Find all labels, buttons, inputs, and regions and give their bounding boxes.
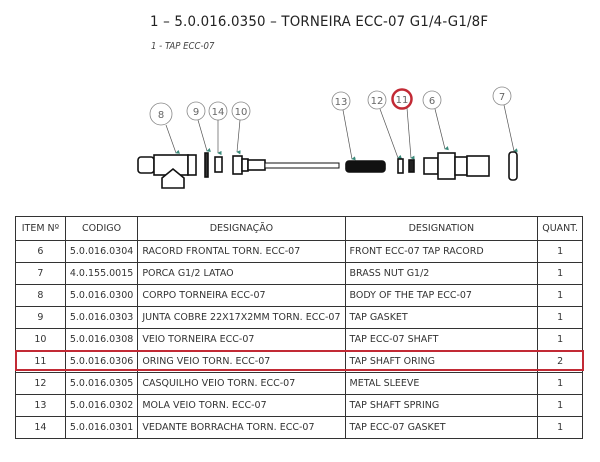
cell-code: 5.0.016.0308 (64, 328, 139, 351)
cell-designacao: PORCA G1/2 LATAO (137, 262, 346, 285)
table-row: 9 5.0.016.0303 JUNTA COBRE 22X17X2MM TOR… (15, 306, 583, 329)
callout-11-highlighted: 11 (391, 88, 413, 110)
cell-quantity: 1 (537, 306, 583, 329)
cell-item: 14 (15, 416, 66, 439)
cell-designation: TAP GASKET (344, 306, 539, 329)
svg-text:10: 10 (235, 107, 248, 118)
leader-lines (165, 104, 518, 161)
drawing-title: 1 – 5.0.016.0350 – TORNEIRA ECC-07 G1/4-… (150, 14, 489, 30)
table-row: 14 5.0.016.0301 VEDANTE BORRACHA TORN. E… (15, 416, 583, 439)
cell-designacao: JUNTA COBRE 22X17X2MM TORN. ECC-07 (137, 306, 346, 329)
callout-10: 10 (231, 101, 251, 121)
table-row: 6 5.0.016.0304 RACORD FRONTAL TORN. ECC-… (15, 240, 583, 263)
cell-quantity: 1 (537, 284, 583, 307)
cell-designacao: MOLA VEIO TORN. ECC-07 (137, 394, 346, 417)
header-designacao: DESIGNAÇÃO (137, 216, 346, 241)
cell-code: 5.0.016.0300 (64, 284, 139, 307)
cell-item: 11 (15, 350, 66, 373)
svg-text:7: 7 (499, 92, 505, 103)
cell-designacao: RACORD FRONTAL TORN. ECC-07 (137, 240, 346, 263)
svg-text:13: 13 (335, 97, 348, 108)
table-row: 12 5.0.016.0305 CASQUILHO VEIO TORN. ECC… (15, 372, 583, 395)
cell-designacao: ORING VEIO TORN. ECC-07 (137, 350, 346, 373)
callout-9: 9 (186, 101, 206, 121)
svg-text:6: 6 (429, 96, 435, 107)
cell-designation: METAL SLEEVE (344, 372, 539, 395)
header-item: ITEM Nº (15, 216, 66, 241)
parts (137, 151, 518, 189)
cell-code: 5.0.016.0304 (64, 240, 139, 263)
cell-code: 5.0.016.0306 (64, 350, 139, 373)
header-quantity: QUANT. (537, 216, 583, 241)
drawing-subtitle: 1 - TAP ECC-07 (151, 41, 215, 52)
callout-13: 13 (331, 91, 351, 111)
svg-text:11: 11 (396, 95, 409, 106)
cell-item: 12 (15, 372, 66, 395)
cell-designation: BRASS NUT G1/2 (344, 262, 539, 285)
cell-designation: BODY OF THE TAP ECC-07 (344, 284, 539, 307)
callout-14: 14 (208, 101, 228, 121)
cell-item: 7 (15, 262, 66, 285)
cell-item: 8 (15, 284, 66, 307)
cell-code: 5.0.016.0302 (64, 394, 139, 417)
cell-designation: TAP ECC-07 SHAFT (344, 328, 539, 351)
cell-quantity: 1 (537, 240, 583, 263)
cell-code: 5.0.016.0301 (64, 416, 139, 439)
cell-quantity: 1 (537, 262, 583, 285)
cell-designation: FRONT ECC-07 TAP RACORD (344, 240, 539, 263)
svg-text:9: 9 (193, 107, 199, 118)
callout-6: 6 (422, 90, 442, 110)
cell-item: 10 (15, 328, 66, 351)
callout-12: 12 (367, 90, 387, 110)
bill-of-materials-table: ITEM Nº CODIGO DESIGNAÇÃO DESIGNATION QU… (15, 216, 583, 439)
table-row: 8 5.0.016.0300 CORPO TORNEIRA ECC-07 BOD… (15, 284, 583, 307)
header-code: CODIGO (64, 216, 139, 241)
svg-text:12: 12 (371, 96, 384, 107)
cell-designation: TAP SHAFT SPRING (344, 394, 539, 417)
table-row-highlighted: 11 5.0.016.0306 ORING VEIO TORN. ECC-07 … (15, 350, 583, 373)
table-row: 10 5.0.016.0308 VEIO TORNEIRA ECC-07 TAP… (15, 328, 583, 351)
cell-quantity: 1 (537, 328, 583, 351)
cell-designation: TAP ECC-07 GASKET (344, 416, 539, 439)
svg-text:8: 8 (158, 110, 164, 121)
callout-7: 7 (492, 86, 512, 106)
cell-code: 5.0.016.0305 (64, 372, 139, 395)
cell-code: 4.0.155.0015 (64, 262, 139, 285)
cell-quantity: 1 (537, 372, 583, 395)
table-row: 13 5.0.016.0302 MOLA VEIO TORN. ECC-07 T… (15, 394, 583, 417)
cell-item: 13 (15, 394, 66, 417)
svg-text:14: 14 (212, 107, 225, 118)
cell-designation: TAP SHAFT ORING (344, 350, 539, 373)
table-row: 7 4.0.155.0015 PORCA G1/2 LATAO BRASS NU… (15, 262, 583, 285)
cell-quantity: 2 (537, 350, 583, 373)
table-header-row: ITEM Nº CODIGO DESIGNAÇÃO DESIGNATION QU… (15, 216, 583, 241)
cell-code: 5.0.016.0303 (64, 306, 139, 329)
header-designation: DESIGNATION (344, 216, 539, 241)
exploded-view-diagram: 8 9 14 10 13 12 11 6 7 (137, 86, 518, 189)
cell-designacao: VEDANTE BORRACHA TORN. ECC-07 (137, 416, 346, 439)
cell-designacao: VEIO TORNEIRA ECC-07 (137, 328, 346, 351)
callout-8: 8 (149, 102, 173, 126)
cell-quantity: 1 (537, 394, 583, 417)
cell-designacao: CASQUILHO VEIO TORN. ECC-07 (137, 372, 346, 395)
cell-item: 6 (15, 240, 66, 263)
cell-designacao: CORPO TORNEIRA ECC-07 (137, 284, 346, 307)
cell-quantity: 1 (537, 416, 583, 439)
body-inlet (137, 156, 155, 174)
cell-item: 9 (15, 306, 66, 329)
